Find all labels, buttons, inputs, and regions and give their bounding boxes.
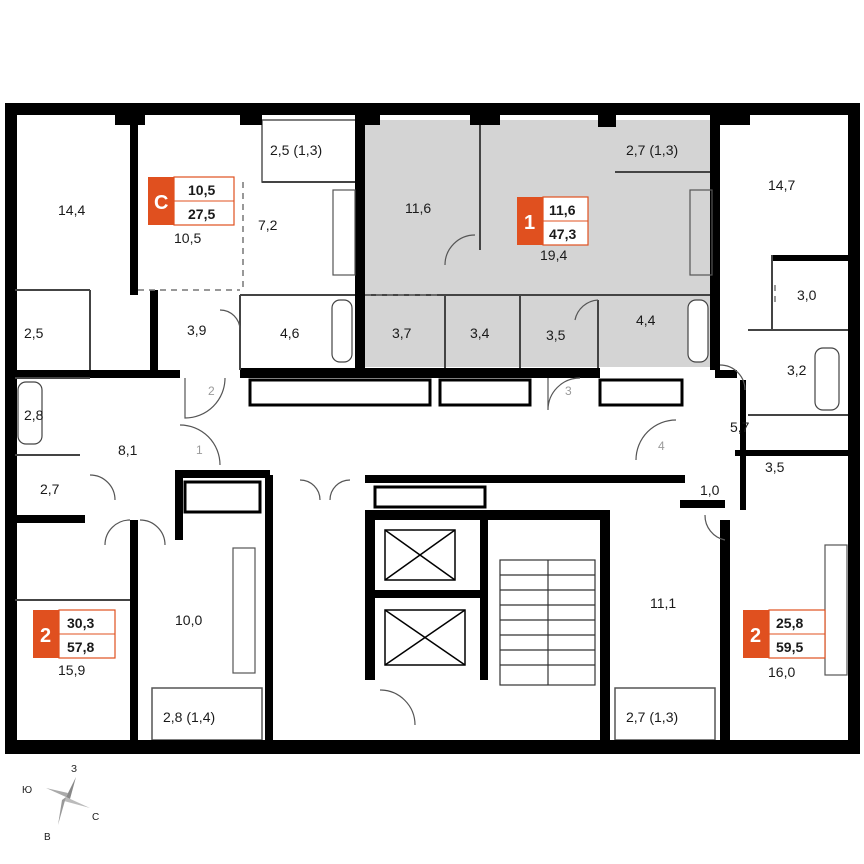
unit-badge-studio[interactable]: С 10,5 27,5: [148, 176, 235, 226]
unit-type-label: 1: [524, 212, 535, 234]
dashed-lines: [138, 182, 776, 305]
unit-badge-two-room-left[interactable]: 2 30,3 57,8: [33, 609, 116, 659]
room-area: 2,7: [40, 481, 60, 497]
unit-badge-two-room-right[interactable]: 2 25,8 59,5: [743, 609, 826, 659]
room-area: 4,4: [636, 312, 656, 328]
compass-icon: [66, 777, 76, 799]
room-area: 3,7: [392, 325, 412, 341]
compass-east: С: [92, 812, 99, 823]
room-area: 10,5: [174, 230, 201, 246]
corridor-niches: [183, 378, 684, 514]
unit-living-area: 10,5: [188, 182, 215, 198]
room-area: 2,5 (1,3): [270, 142, 322, 158]
room-area: 14,7: [768, 177, 795, 193]
room-area: 11,6: [405, 200, 431, 216]
room-area: 3,0: [797, 287, 817, 303]
stairs: [499, 559, 596, 686]
room-area: 2,8: [24, 407, 44, 423]
room-labels: 14,4 10,5 2,5 (1,3) 7,2 11,6 19,4 2,7 (1…: [24, 142, 817, 725]
room-area: 15,9: [58, 662, 85, 678]
unit-living-area: 25,8: [776, 615, 803, 631]
unit-living-area: 30,3: [67, 615, 94, 631]
door-numbers: 1 2 3 4: [196, 384, 665, 457]
compass: З Ю С В: [22, 764, 99, 843]
unit-type-label: 2: [40, 625, 51, 647]
room-area: 3,5: [765, 459, 785, 475]
unit-living-area: 11,6: [549, 202, 576, 218]
room-area: 7,2: [258, 217, 278, 233]
room-area: 2,8 (1,4): [163, 709, 215, 725]
room-area: 8,1: [118, 442, 138, 458]
unit-type-label: С: [154, 192, 168, 214]
room-area: 19,4: [540, 247, 567, 263]
room-area: 3,9: [187, 322, 207, 338]
door-number: 4: [658, 439, 665, 453]
highlighted-balcony: [615, 120, 710, 172]
room-area: 1,0: [700, 482, 720, 498]
door-swings: [89, 234, 746, 726]
room-area: 14,4: [58, 202, 85, 218]
room-area: 3,4: [470, 325, 490, 341]
unit-total-area: 47,3: [549, 226, 576, 242]
compass-west: Ю: [22, 785, 32, 796]
room-area: 5,7: [730, 419, 750, 435]
unit-type-label: 2: [750, 625, 761, 647]
unit-badge-one-room[interactable]: 1 11,6 47,3: [517, 196, 589, 246]
elevators: [384, 529, 466, 666]
room-area: 11,1: [650, 595, 676, 611]
door-number: 3: [565, 384, 572, 398]
bathtubs: [17, 299, 840, 445]
compass-north: З: [71, 764, 77, 775]
room-area: 4,6: [280, 325, 300, 341]
room-area: 2,7 (1,3): [626, 709, 678, 725]
walls: [5, 103, 860, 754]
room-area: 2,7 (1,3): [626, 142, 678, 158]
room-area: 3,2: [787, 362, 807, 378]
room-area: 2,5: [24, 325, 44, 341]
room-area: 16,0: [768, 664, 795, 680]
unit-total-area: 27,5: [188, 206, 215, 222]
room-area: 3,5: [546, 327, 566, 343]
compass-south: В: [44, 832, 51, 843]
room-area: 10,0: [175, 612, 202, 628]
unit-total-area: 59,5: [776, 639, 803, 655]
unit-total-area: 57,8: [67, 639, 94, 655]
door-number: 1: [196, 443, 203, 457]
door-number: 2: [208, 384, 215, 398]
